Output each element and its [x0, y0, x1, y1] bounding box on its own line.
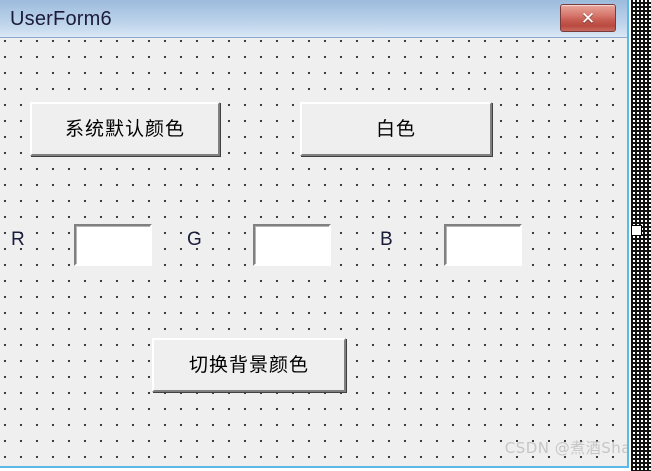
white-color-button[interactable]: 白色 — [300, 102, 492, 156]
red-channel-label: R — [11, 229, 25, 250]
blue-channel-label: B — [380, 229, 393, 250]
userform-titlebar[interactable]: UserForm6 ✕ — [0, 0, 627, 38]
close-button[interactable]: ✕ — [560, 4, 616, 32]
watermark-text: CSDN @煮酒Sha — [504, 439, 627, 457]
userform-title: UserForm6 — [10, 7, 112, 30]
form-resize-handle[interactable] — [631, 225, 642, 236]
white-color-button-label: 白色 — [375, 117, 416, 140]
blue-channel-input[interactable] — [444, 224, 522, 266]
blue-channel-input-value — [446, 226, 520, 264]
red-channel-input[interactable] — [74, 224, 152, 266]
red-channel-input-value — [76, 226, 150, 264]
green-channel-label: G — [187, 229, 202, 250]
system-default-color-button[interactable]: 系统默认颜色 — [30, 102, 220, 156]
switch-background-color-button-label: 切换背景颜色 — [188, 353, 309, 376]
switch-background-color-button[interactable]: 切换背景颜色 — [152, 338, 346, 392]
system-default-color-button-label: 系统默认颜色 — [64, 117, 185, 140]
green-channel-input[interactable] — [253, 224, 331, 266]
close-icon: ✕ — [580, 8, 596, 28]
green-channel-input-value — [255, 226, 329, 264]
userform-window: UserForm6 ✕ 系统默认颜色 白色 R G — [0, 0, 629, 468]
userform-client-area[interactable]: 系统默认颜色 白色 R G B 切换背景颜色 — [0, 38, 627, 466]
